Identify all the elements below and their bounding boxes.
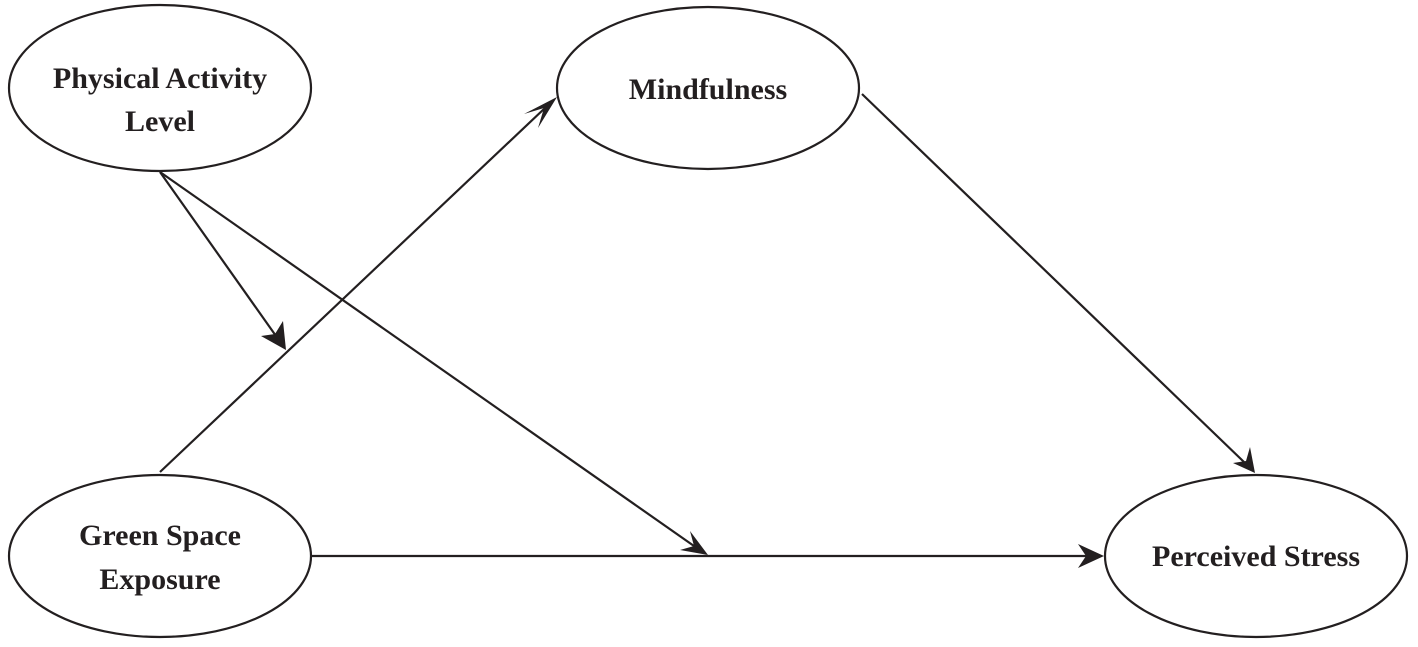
edge-moderation-to-stress-path	[159, 171, 695, 547]
label-green-space-line1: Green Space	[79, 519, 241, 552]
arrowhead-mindfulness	[524, 97, 557, 128]
label-green-space-line2: Exposure	[99, 563, 220, 596]
arrowhead-moderation-stress-path	[680, 531, 708, 555]
ellipse-perceived-stress	[1103, 473, 1409, 639]
label-physical-activity-line1: Physical Activity	[53, 62, 267, 95]
arrowhead-perceived-stress-left	[1078, 544, 1104, 568]
label-mindfulness: Mindfulness	[629, 73, 787, 106]
node-perceived-stress: Perceived Stress	[1103, 473, 1409, 639]
label-perceived-stress: Perceived Stress	[1152, 540, 1360, 573]
edge-moderation-to-mindfulness-path	[159, 171, 277, 337]
edge-mindfulness-to-perceived-stress	[861, 93, 1245, 463]
node-green-space: Green Space Exposure	[7, 473, 313, 639]
ellipse-green-space	[7, 473, 313, 639]
node-physical-activity: Physical Activity Level	[7, 3, 313, 173]
edge-green-space-to-mindfulness	[159, 107, 546, 473]
edges	[159, 93, 1255, 568]
label-physical-activity-line2: Level	[125, 105, 195, 138]
node-mindfulness: Mindfulness	[555, 5, 861, 171]
arrowhead-moderation-mindfulness-path	[261, 321, 286, 350]
arrowhead-perceived-stress-top	[1233, 447, 1255, 473]
ellipse-mindfulness	[555, 5, 861, 171]
ellipse-physical-activity	[7, 3, 313, 173]
